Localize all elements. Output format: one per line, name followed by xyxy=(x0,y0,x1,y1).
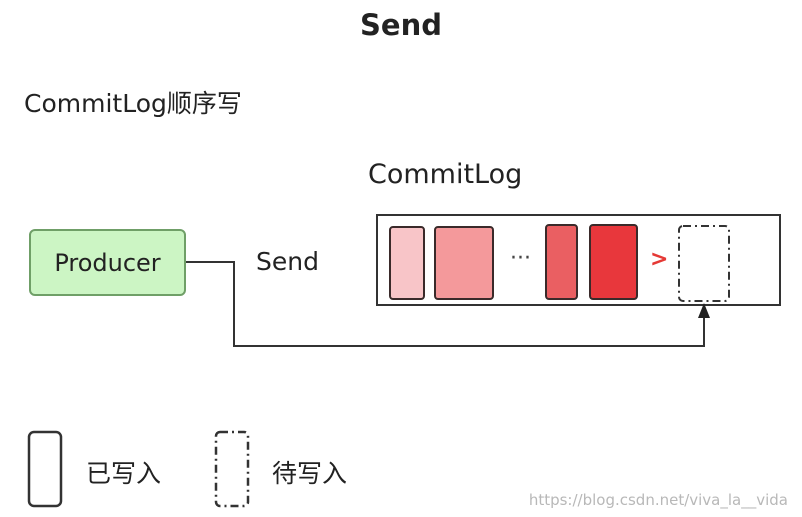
diagram-subtitle: CommitLog顺序写 xyxy=(24,89,242,118)
written-block-4 xyxy=(589,224,638,300)
diagram-title: Send xyxy=(360,8,442,42)
pending-block xyxy=(678,225,730,302)
written-block-2 xyxy=(434,226,494,300)
producer-node: Producer xyxy=(29,229,186,296)
legend-written-label: 已写入 xyxy=(86,459,162,488)
commitlog-label: CommitLog xyxy=(368,159,523,190)
send-arrowhead xyxy=(698,303,710,318)
legend-pending-label: 待写入 xyxy=(272,459,348,488)
written-block-3 xyxy=(545,224,578,300)
producer-label: Producer xyxy=(54,248,161,277)
write-pointer: > xyxy=(650,247,669,272)
ellipsis: ··· xyxy=(510,246,531,271)
legend-written-icon xyxy=(27,430,63,508)
send-connector xyxy=(186,261,705,347)
watermark: https://blog.csdn.net/viva_la__vida xyxy=(528,491,788,509)
legend-pending-icon xyxy=(214,430,250,508)
written-block-1 xyxy=(389,226,425,300)
send-label: Send xyxy=(256,247,319,276)
